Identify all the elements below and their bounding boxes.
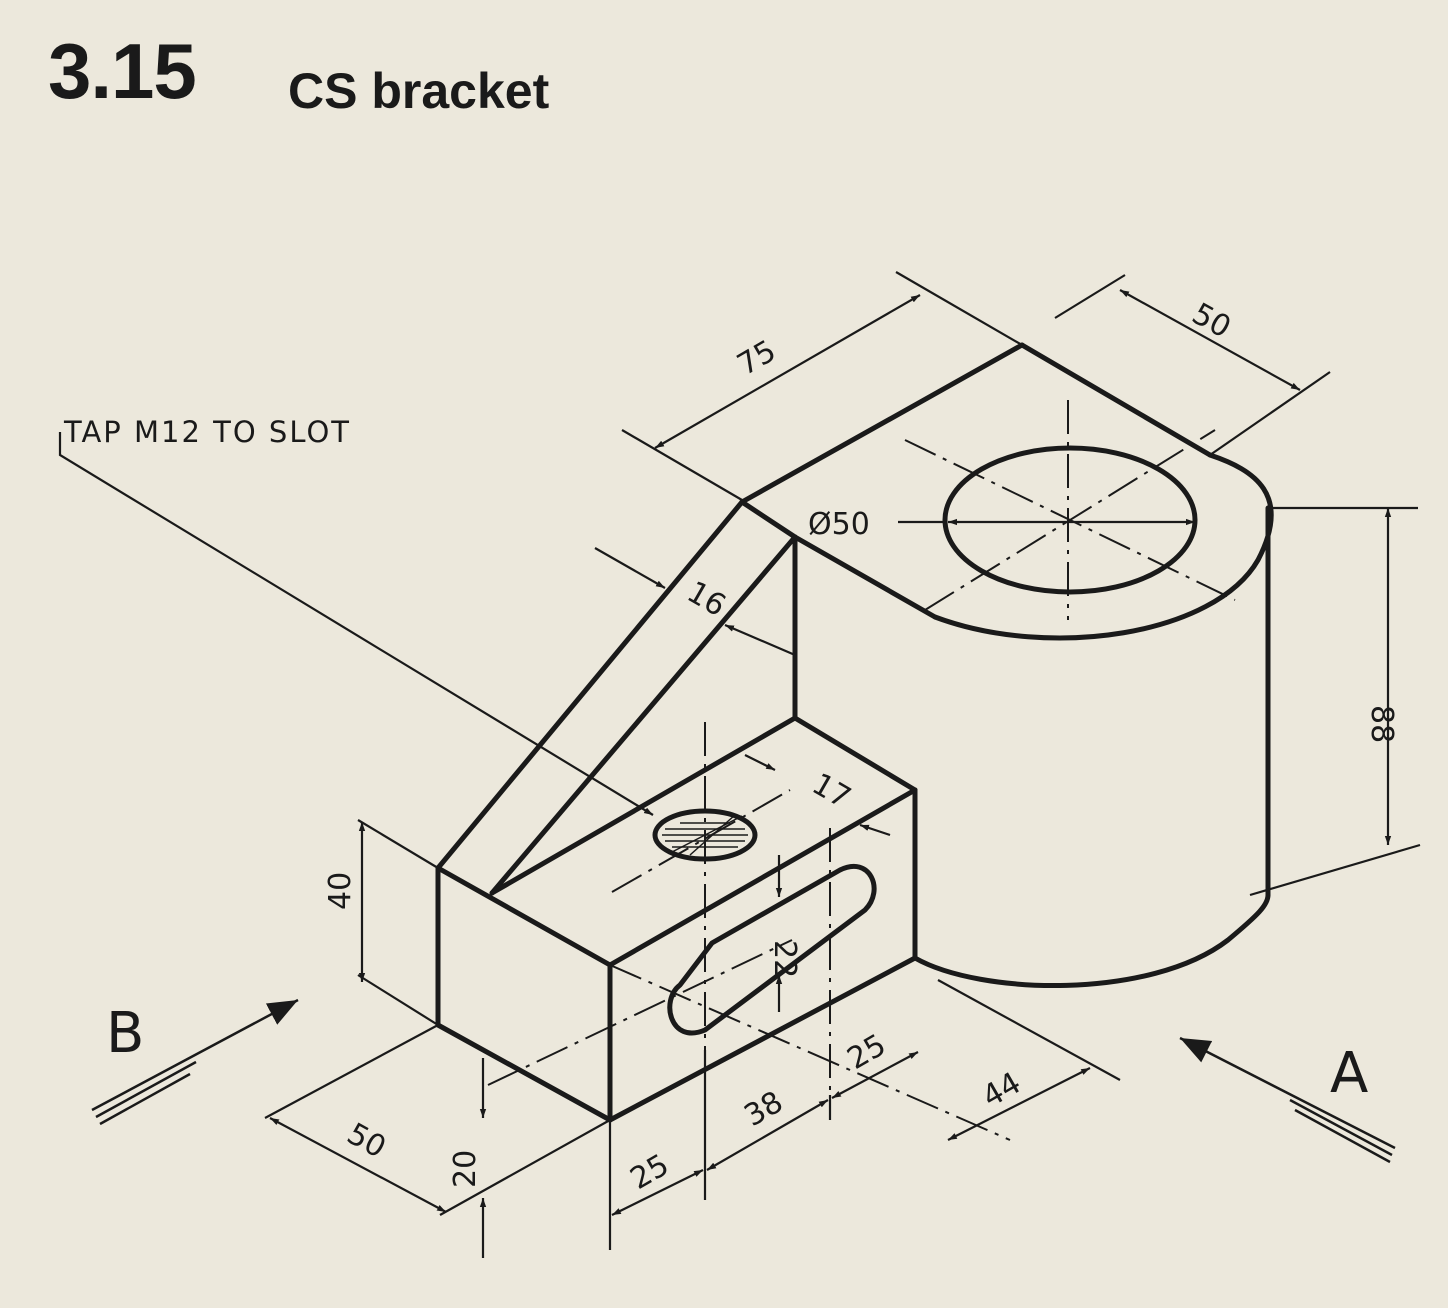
rib-top (739, 499, 798, 540)
dim-40: 40 (323, 872, 358, 910)
dim-dia-50: Ø50 (808, 507, 870, 542)
slot-outline (667, 863, 877, 1036)
object-outline (435, 342, 1274, 1123)
dim-25-left: 25 (625, 1148, 676, 1197)
dim-88: 88 (1364, 705, 1399, 743)
base-top-back (792, 715, 918, 793)
exercise-title: CS bracket (288, 63, 550, 119)
dimension-lines (58, 271, 1421, 1258)
bore-hole (942, 445, 1198, 595)
base-front-face (435, 865, 613, 1123)
exercise-number: 3.15 (48, 27, 197, 115)
rib-inner (489, 534, 798, 896)
view-label-b: B (106, 1001, 144, 1066)
dim-22: 22 (767, 940, 802, 978)
top-plate-left (739, 342, 1025, 505)
dim-50-top: 50 (1186, 296, 1236, 345)
boss-curve-top (932, 452, 1274, 641)
view-arrow-a (1179, 1036, 1396, 1164)
rib-foot (489, 715, 798, 896)
top-plate-front (792, 534, 938, 620)
top-plate-back (1019, 342, 1213, 458)
base-top-edge (607, 787, 918, 968)
dim-75: 75 (732, 334, 783, 383)
view-label-a: A (1330, 1041, 1368, 1106)
cylinder-bottom (912, 892, 1271, 989)
view-arrow-b (91, 998, 299, 1126)
tap-note: TAP M12 TO SLOT (63, 415, 351, 449)
dim-20: 20 (448, 1150, 483, 1188)
dim-17: 17 (806, 767, 857, 816)
rib-outer (435, 499, 745, 871)
dim-44: 44 (977, 1066, 1028, 1115)
dim-50-bottom: 50 (341, 1116, 391, 1165)
base-bottom-edge (607, 955, 918, 1123)
